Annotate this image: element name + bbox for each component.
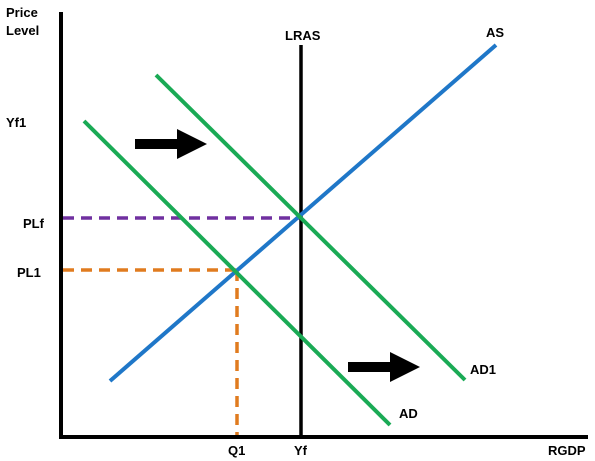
plf-label: PLf (23, 216, 45, 231)
y-axis-title-line1: Price (6, 5, 38, 20)
q1-label: Q1 (228, 443, 245, 458)
ad-curve (82, 119, 392, 427)
x-axis-title: RGDP (548, 443, 586, 458)
ad1-label: AD1 (470, 362, 496, 377)
pl1-label: PL1 (17, 265, 41, 280)
y-axis-title-line2: Level (6, 23, 39, 38)
lras-label: LRAS (285, 28, 321, 43)
ad-label: AD (399, 406, 418, 421)
yf1-label: Yf1 (6, 115, 26, 130)
as-curve (108, 43, 498, 383)
as-label: AS (486, 25, 504, 40)
ad1-curve (154, 73, 467, 382)
yf-label: Yf (294, 443, 308, 458)
